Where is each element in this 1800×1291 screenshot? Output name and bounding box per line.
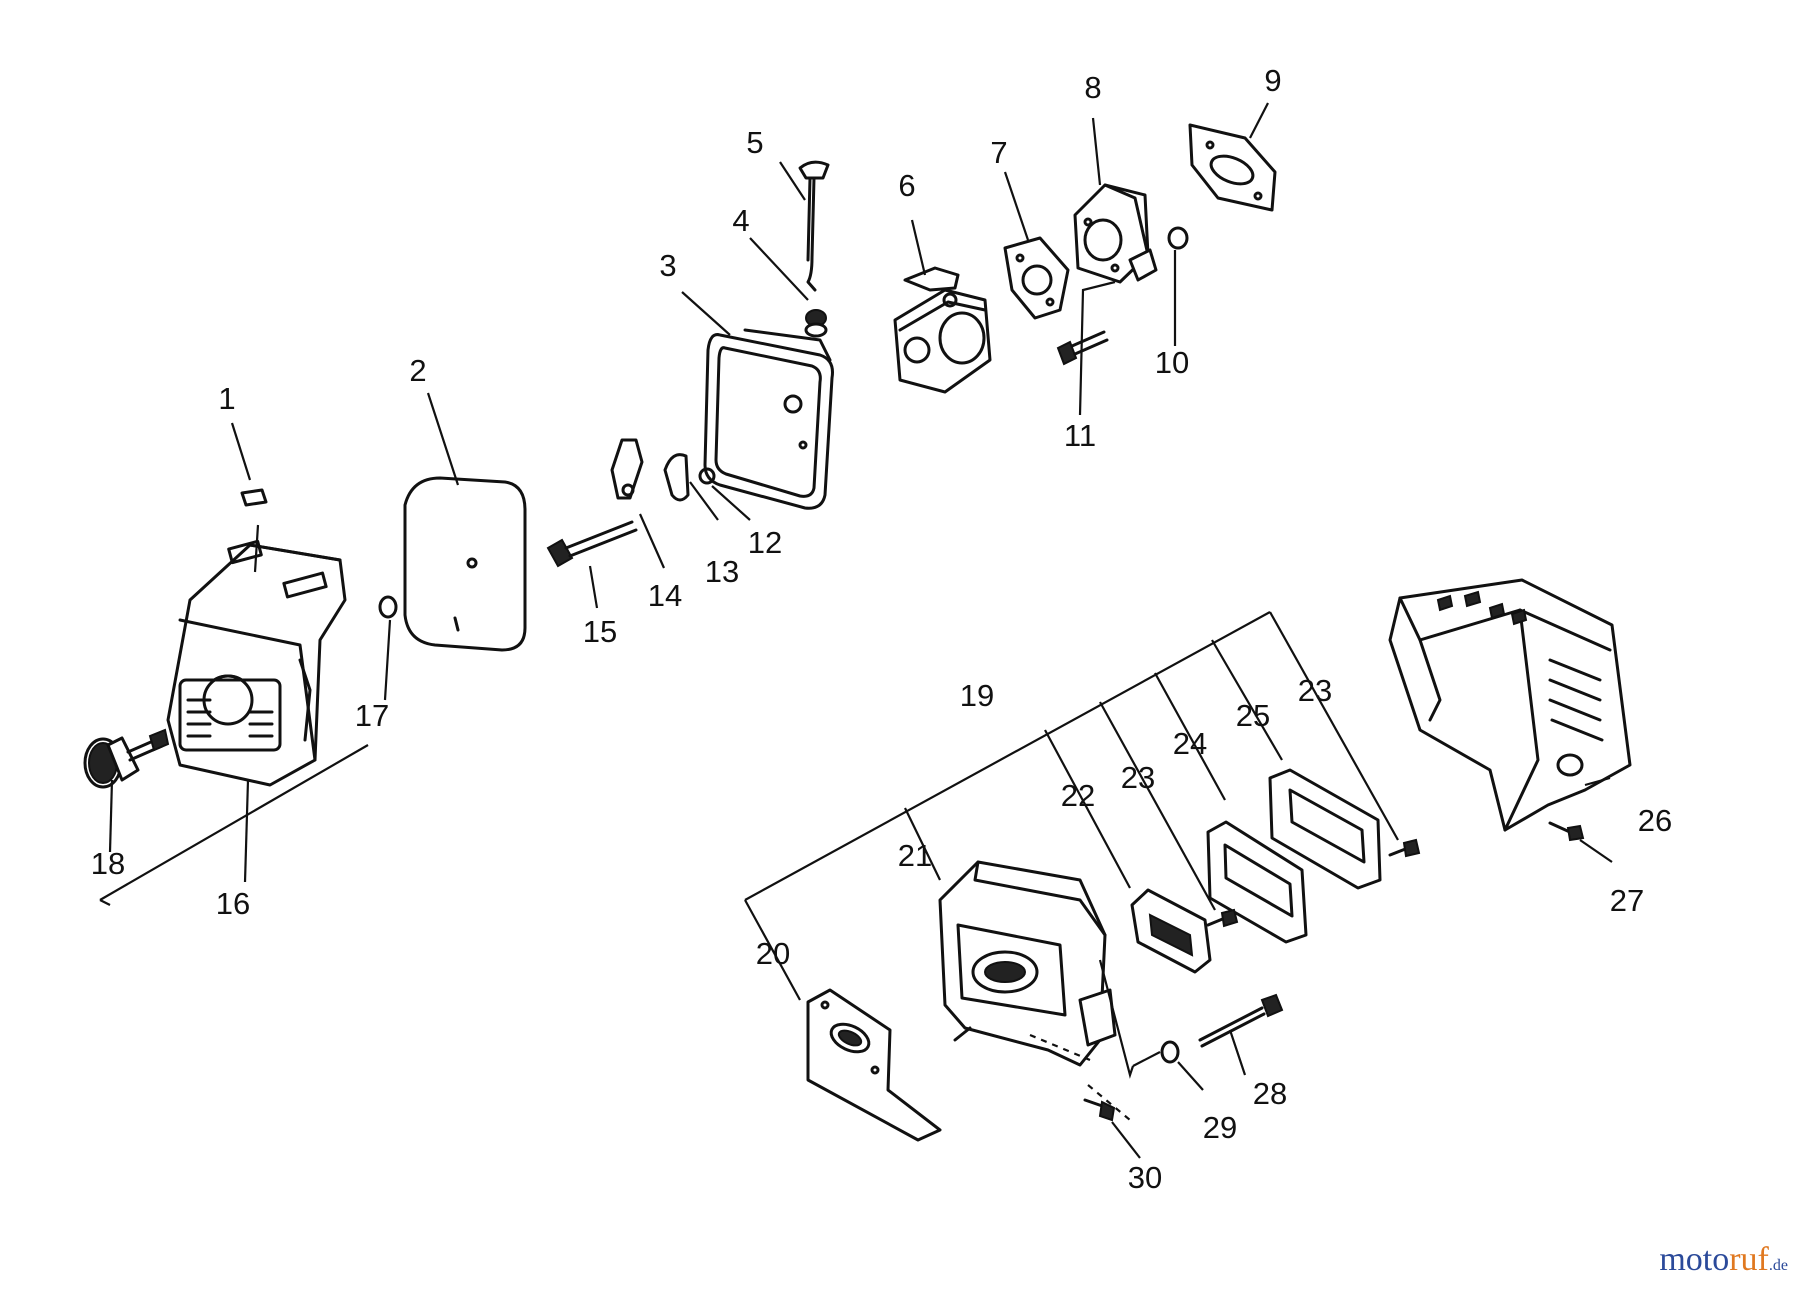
label-part-5[interactable]: 5: [746, 125, 763, 160]
part-bolt-11[interactable]: [1056, 330, 1109, 366]
label-part-11[interactable]: 11: [1064, 418, 1096, 453]
label-part-3[interactable]: 3: [659, 248, 676, 283]
part-label[interactable]: [240, 488, 268, 507]
part-o-ring[interactable]: [378, 595, 398, 619]
label-part-12[interactable]: 12: [748, 525, 782, 560]
label-part-1[interactable]: 1: [218, 381, 235, 416]
part-washer-29[interactable]: [1160, 1040, 1180, 1064]
part-choke-plate[interactable]: [663, 453, 690, 502]
label-part-4[interactable]: 4: [732, 203, 749, 238]
part-washer-12[interactable]: [698, 467, 716, 485]
part-grommet[interactable]: [804, 309, 828, 338]
part-muffler-gasket[interactable]: [806, 988, 942, 1142]
part-bracket[interactable]: [610, 438, 644, 500]
part-screw-27[interactable]: [1548, 821, 1585, 842]
label-part-2[interactable]: 2: [409, 353, 426, 388]
label-part-23-right[interactable]: 23: [1298, 673, 1332, 708]
label-part-27[interactable]: 27: [1610, 883, 1644, 918]
part-muffler-cover[interactable]: [1388, 578, 1632, 832]
part-choke-rod[interactable]: [798, 160, 830, 292]
part-gasket-7[interactable]: [1003, 236, 1070, 320]
label-part-23-middle[interactable]: 23: [1121, 760, 1155, 795]
part-bolt-15[interactable]: [546, 520, 638, 568]
label-part-21[interactable]: 21: [898, 838, 932, 873]
label-part-10[interactable]: 10: [1155, 345, 1189, 380]
label-part-20[interactable]: 20: [756, 936, 790, 971]
part-carburetor[interactable]: [893, 266, 992, 394]
part-spark-arrestor[interactable]: [1130, 888, 1212, 974]
label-part-16[interactable]: 16: [216, 886, 250, 921]
leader-lines: [99, 102, 1613, 1159]
part-screw-23-middle[interactable]: [1206, 908, 1239, 928]
watermark-logo: motoruf.de: [1659, 1241, 1788, 1279]
part-number-labels: 1 2 3 4 5 6 7 8 9 10 11 12 13 14 15 16 1…: [91, 63, 1672, 1195]
part-air-filter[interactable]: [403, 476, 527, 652]
label-part-19[interactable]: 19: [960, 678, 994, 713]
label-part-29[interactable]: 29: [1203, 1110, 1237, 1145]
label-part-7[interactable]: 7: [990, 135, 1007, 170]
part-air-cleaner-cover[interactable]: [166, 539, 347, 787]
label-part-22[interactable]: 22: [1061, 778, 1095, 813]
label-part-28[interactable]: 28: [1253, 1076, 1287, 1111]
label-part-26[interactable]: 26: [1638, 803, 1672, 838]
label-part-13[interactable]: 13: [705, 554, 739, 589]
label-part-8[interactable]: 8: [1084, 70, 1101, 105]
part-gasket-24[interactable]: [1206, 820, 1308, 944]
watermark-text-1: moto: [1659, 1241, 1730, 1278]
label-part-6[interactable]: 6: [898, 168, 915, 203]
part-nut-10[interactable]: [1167, 226, 1189, 250]
label-part-25[interactable]: 25: [1236, 698, 1270, 733]
part-knob[interactable]: [83, 728, 170, 789]
label-part-9[interactable]: 9: [1264, 63, 1281, 98]
label-part-30[interactable]: 30: [1128, 1160, 1162, 1195]
watermark-text-2: ruf: [1729, 1241, 1769, 1278]
label-part-24[interactable]: 24: [1173, 726, 1207, 761]
watermark-text-3: .de: [1768, 1257, 1788, 1274]
part-insulator[interactable]: [1073, 183, 1158, 284]
label-part-18[interactable]: 18: [91, 846, 125, 881]
part-gasket-25[interactable]: [1268, 768, 1382, 890]
part-screw-23-right[interactable]: [1388, 838, 1421, 858]
part-muffler[interactable]: [938, 860, 1117, 1067]
part-air-cleaner-base[interactable]: [703, 328, 834, 510]
label-part-15[interactable]: 15: [583, 614, 617, 649]
part-bolt-28[interactable]: [1198, 993, 1284, 1048]
label-part-17[interactable]: 17: [355, 698, 389, 733]
part-screw-30[interactable]: [1083, 1098, 1116, 1122]
part-gasket-9[interactable]: [1188, 123, 1277, 212]
label-part-14[interactable]: 14: [648, 578, 682, 613]
